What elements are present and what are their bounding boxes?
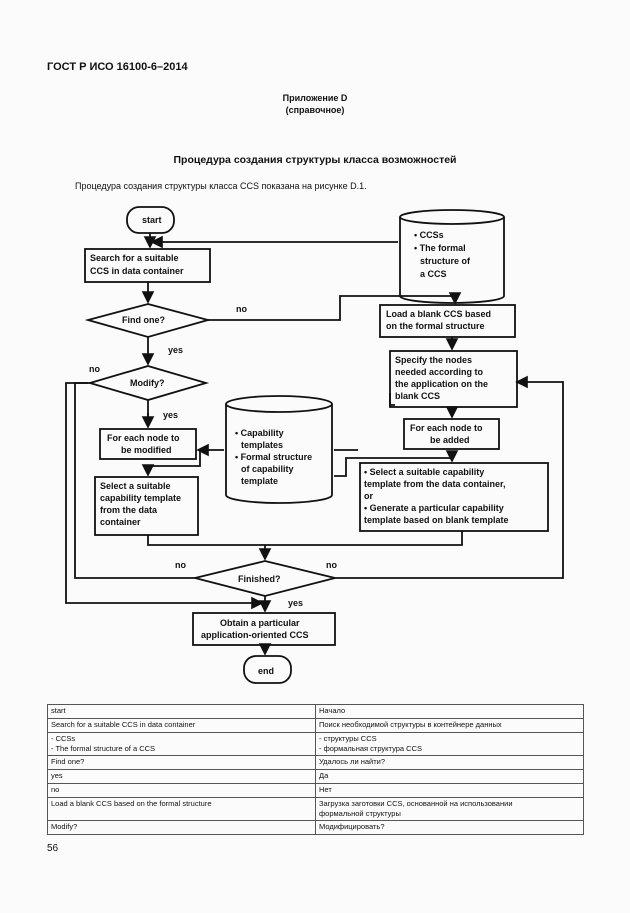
ccs-db-line-4: a CCS	[420, 269, 447, 279]
no-finished-left-label: no	[175, 560, 186, 570]
specify-line-4: blank CCS	[395, 391, 440, 401]
table-row: Load a blank CCS based on the formal str…	[47, 797, 584, 821]
specify-line-2: needed according to	[395, 367, 484, 377]
select-template-line-3: from the data	[100, 505, 158, 515]
select-cap-line-3: or	[364, 491, 373, 501]
obtain-line-2: application-oriented CCS	[201, 630, 309, 640]
section-intro: Процедура создания структуры класса CCS …	[75, 181, 367, 191]
finished-label: Finished?	[238, 574, 281, 584]
no-modify-label: no	[89, 364, 100, 374]
select-template-line-4: container	[100, 517, 141, 527]
cap-db-line-2: templates	[241, 440, 283, 450]
english-cell: Find one?	[47, 755, 316, 770]
modify-label: Modify?	[130, 378, 165, 388]
section-title: Процедура создания структуры класса возм…	[173, 154, 457, 166]
select-template-box	[94, 476, 199, 536]
select-cap-line-1: • Select a suitable capability	[364, 467, 484, 477]
search-label-2: CCS in data container	[90, 266, 184, 276]
russian-cell: Удалось ли найти?	[315, 755, 584, 770]
select-template-line-1: Select a suitable	[100, 481, 171, 491]
ccs-db-line-1: • CCSs	[414, 230, 444, 240]
specify-line-1: Specify the nodes	[395, 355, 472, 365]
english-cell: Modify?	[47, 820, 316, 835]
appendix-subtitle: (справочное)	[285, 105, 345, 115]
english-cell: start	[47, 704, 316, 719]
select-cap-line-4: • Generate a particular capability	[364, 503, 504, 513]
english-cell: Load a blank CCS based on the formal str…	[47, 797, 316, 821]
flowchart-diagram: start Search for a suitable CCS in data …	[65, 206, 564, 684]
table-row: Search for a suitable CCS in data contai…	[47, 718, 584, 733]
table-row: Find one?Удалось ли найти?	[47, 755, 584, 770]
russian-cell: Модифицировать?	[315, 820, 584, 835]
select-cap-line-2: template from the data container,	[364, 479, 506, 489]
each-added-box	[403, 418, 500, 450]
russian-cell: Поиск необходимой структуры в контейнере…	[315, 718, 584, 733]
select-cap-line-5: template based on blank template	[364, 515, 509, 525]
select-capability-box	[359, 462, 549, 532]
end-label: end	[258, 666, 274, 676]
load-blank-line-1: Load a blank CCS based	[386, 309, 491, 319]
cap-db-line-1: • Capability	[235, 428, 284, 438]
obtain-line-1: Obtain a particular	[220, 618, 300, 628]
find-one-label: Find one?	[122, 315, 165, 325]
cap-db-line-5: template	[241, 476, 278, 486]
specify-line-3: the application on the	[395, 379, 488, 389]
appendix-heading: Приложение D (справочное)	[0, 92, 630, 116]
cap-db-line-4: of capability	[241, 464, 294, 474]
table-row: Modify?Модифицировать?	[47, 820, 584, 835]
end-node	[243, 655, 292, 684]
each-added-line-2: be added	[430, 435, 470, 445]
load-blank-line-2: on the formal structure	[386, 321, 485, 331]
russian-cell: Загрузка заготовки CCS, основанной на ис…	[315, 797, 584, 821]
yes-modify-label: yes	[163, 410, 178, 420]
russian-cell: Да	[315, 769, 584, 784]
russian-cell: - структуры CCS - формальная структура C…	[315, 732, 584, 756]
english-cell: yes	[47, 769, 316, 784]
english-cell: Search for a suitable CCS in data contai…	[47, 718, 316, 733]
russian-cell: Нет	[315, 783, 584, 798]
ccs-db-line-2: • The formal	[414, 243, 466, 253]
no-find-label: no	[236, 304, 247, 314]
table-row: - CCSs - The formal structure of a CCS- …	[47, 732, 584, 756]
each-modified-line-2: be modified	[121, 445, 172, 455]
select-template-line-2: capability template	[100, 493, 181, 503]
start-label: start	[142, 215, 162, 225]
each-modified-box	[99, 428, 197, 460]
each-modified-line-1: For each node to	[107, 433, 180, 443]
yes-find-label: yes	[168, 345, 183, 355]
each-added-line-1: For each node to	[410, 423, 483, 433]
ccs-db-line-3: structure of	[420, 256, 471, 266]
english-cell: no	[47, 783, 316, 798]
no-finished-right-label: no	[326, 560, 337, 570]
standard-header: ГОСТ Р ИСО 16100-6–2014	[47, 61, 188, 73]
cap-db-line-3: • Formal structure	[235, 452, 312, 462]
search-label-1: Search for a suitable	[90, 253, 179, 263]
yes-finished-label: yes	[288, 598, 303, 608]
appendix-title: Приложение D	[282, 93, 348, 103]
capability-database	[225, 404, 333, 504]
load-blank-box	[379, 304, 516, 338]
russian-cell: Начало	[315, 704, 584, 719]
english-cell: - CCSs - The formal structure of a CCS	[47, 732, 316, 756]
page-number: 56	[47, 843, 59, 854]
